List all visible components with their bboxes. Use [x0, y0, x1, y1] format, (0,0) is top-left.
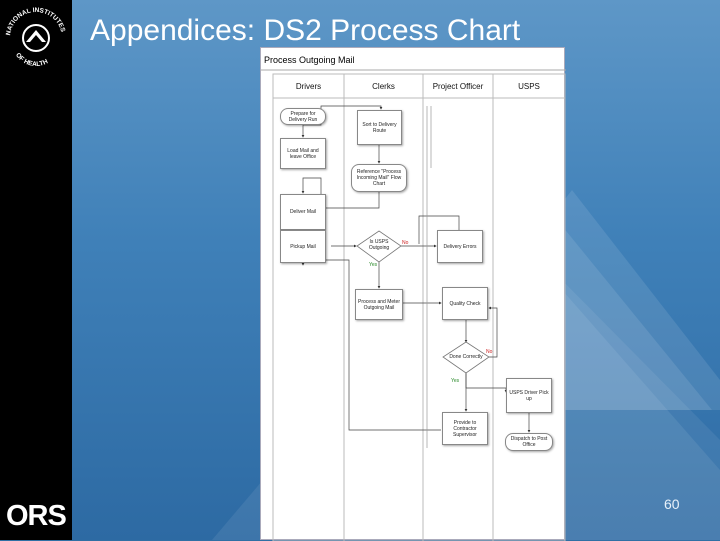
- node-prepare-delivery: Prepare for Delivery Run: [280, 108, 326, 125]
- decision-usps-outgoing-label: Is USPS Outgoing: [368, 239, 390, 251]
- lane-header-project-officer: Project Officer: [432, 81, 484, 91]
- slide-title: Appendices: DS2 Process Chart: [90, 14, 521, 47]
- nih-seal-logo: NATIONAL INSTITUTES OF HEALTH: [5, 7, 66, 68]
- decision-done-correctly-label: Done Correctly: [449, 354, 483, 360]
- no-label-done: No: [486, 349, 493, 355]
- lane-header-usps: USPS: [518, 81, 540, 91]
- node-delivery-errors: Delivery Errors: [437, 230, 483, 263]
- node-usps-pickup: USPS Driver Pick up: [506, 378, 552, 413]
- process-chart: Process Outgoing Mail Drivers Clerks Pro…: [260, 47, 566, 541]
- node-load-mail: Load Mail and leave Office: [280, 138, 326, 169]
- decision-usps-outgoing: [356, 230, 402, 263]
- node-pickup-mail: Pickup Mail: [280, 230, 326, 263]
- svg-text:OF HEALTH: OF HEALTH: [14, 52, 49, 68]
- chart-title: Process Outgoing Mail: [264, 55, 355, 65]
- yes-label-done: Yes: [451, 378, 460, 384]
- node-dispatch-post-office: Dispatch to Post Office: [505, 433, 553, 451]
- node-sort-delivery: Sort to Delivery Route: [357, 110, 402, 145]
- node-process-meter: Process and Meter Outgoing Mail: [355, 289, 403, 320]
- left-sidebar: NATIONAL INSTITUTES OF HEALTH ORS: [0, 0, 72, 540]
- yes-label-usps: Yes: [369, 262, 378, 268]
- node-reference: Reference "Process Incoming Mail" Flow C…: [351, 164, 407, 192]
- node-provide-contractor: Provide to Contractor Supervisor: [442, 412, 488, 445]
- lane-header-clerks: Clerks: [372, 81, 395, 91]
- page-number: 60: [664, 496, 680, 512]
- node-deliver-mail: Deliver Mail: [280, 194, 326, 230]
- no-label-usps: No: [402, 240, 409, 246]
- lane-header-drivers: Drivers: [295, 81, 322, 91]
- node-quality-check: Quality Check: [442, 287, 488, 320]
- decision-done-correctly: [442, 341, 490, 374]
- ors-logo-text: ORS: [6, 500, 67, 532]
- ors-logo: ORS: [6, 500, 67, 536]
